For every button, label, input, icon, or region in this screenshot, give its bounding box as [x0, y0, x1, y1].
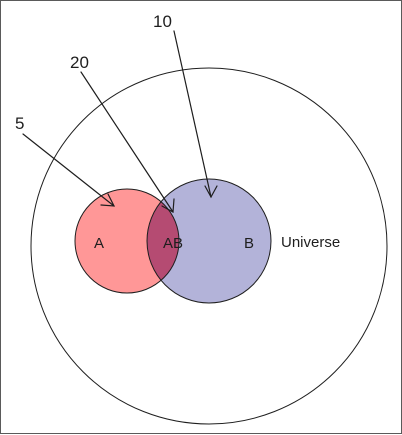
intersection-label: AB [163, 235, 183, 252]
set-a-label: A [94, 235, 104, 252]
set-b-circle [147, 179, 271, 303]
set-b-outline [146, 178, 272, 304]
universe-label: Universe [281, 234, 340, 251]
callout-arrow-a-and-b [80, 71, 175, 213]
set-b-label: B [244, 235, 254, 252]
set-a-outline [74, 188, 180, 294]
callout-label-a-and-b: 20 [70, 53, 89, 72]
callout-arrow-b-only [173, 30, 218, 199]
universe-circle [30, 67, 388, 425]
callout-label-b-only: 10 [153, 12, 172, 31]
callout-arrow-a-only [22, 133, 116, 207]
callout-label-a-only: 5 [15, 114, 24, 133]
